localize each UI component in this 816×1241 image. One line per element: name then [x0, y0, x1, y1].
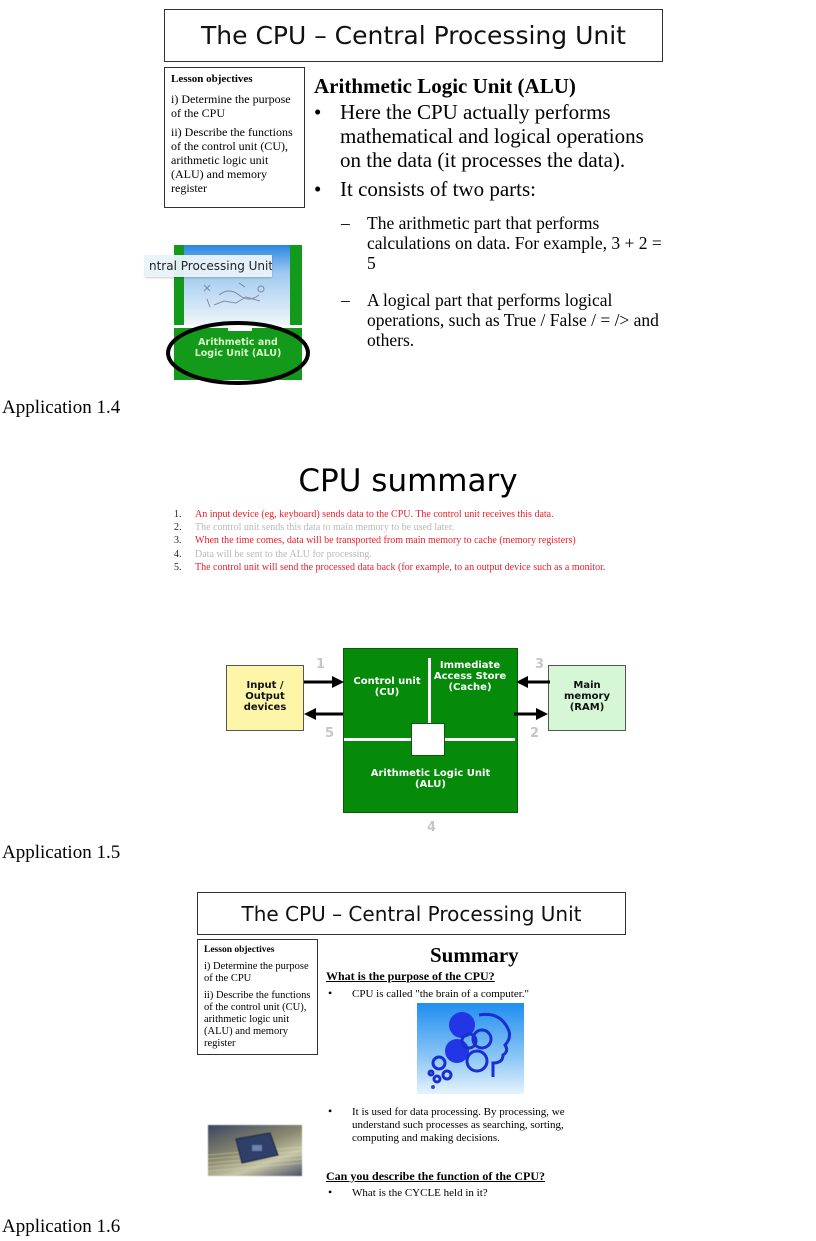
arrow-label-3: 3 [535, 657, 545, 672]
main-memory-box: Main memory (RAM) [548, 665, 626, 731]
bullet-icon: • [314, 177, 322, 201]
bullet-text: Here the CPU actually performs mathemati… [340, 100, 644, 172]
bullet-text: CPU is called "the brain of a computer." [352, 988, 529, 1000]
tooltip: ntral Processing Unit [145, 255, 272, 277]
sub-bullet-text: The arithmetic part that performs calcul… [367, 213, 662, 273]
arrow-label-5: 5 [325, 726, 335, 741]
summary-step: 1. An input device (eg, keyboard) sends d… [174, 508, 654, 521]
control-unit-label: Control unit (CU) [348, 676, 426, 698]
sub-bullet-item: – A logical part that performs logical o… [341, 290, 661, 352]
step-number: 5. [174, 561, 182, 573]
cache-label-line: Access Store [433, 671, 507, 682]
step-number: 2. [174, 522, 182, 534]
arrow-label-4: 4 [427, 820, 437, 835]
bullet-text: It is used for data processing. By proce… [352, 1106, 565, 1144]
step-number: 3. [174, 535, 182, 547]
objective-item: i) Determine the purpose of the CPU [171, 92, 291, 120]
caption-application-1-4: Application 1.4 [2, 397, 121, 418]
memory-label-line: Main [573, 680, 601, 691]
objective-item: ii) Describe the functions of the contro… [204, 990, 311, 1049]
cu-label-line: (CU) [374, 687, 400, 698]
memory-arrows [514, 676, 550, 720]
cpu-center-square [411, 723, 445, 756]
highlight-ellipse [166, 321, 310, 385]
bullet-icon: • [328, 986, 333, 1000]
bullet-text: It consists of two parts: [340, 177, 536, 201]
question-function: Can you describe the function of the CPU… [326, 1169, 545, 1183]
tooltip-text: ntral Processing Unit [149, 259, 272, 273]
arrow-5-icon [304, 708, 343, 720]
slide3-title: The CPU – Central Processing Unit [241, 901, 582, 926]
bullet-icon: • [328, 1104, 333, 1118]
slide3-objectives-box: Lesson objectives i) Determine the purpo… [197, 939, 318, 1055]
bullet-item: • It consists of two parts: [314, 177, 664, 203]
io-label-line: devices [243, 702, 287, 713]
bullet-item: • It is used for data processing. By pro… [328, 1104, 588, 1148]
cpu-summary-title: CPU summary [298, 463, 518, 499]
memory-label-line: (RAM) [569, 702, 605, 713]
bullet-item: • CPU is called "the brain of a computer… [328, 986, 628, 1002]
question-purpose: What is the purpose of the CPU? [326, 969, 495, 983]
step-number: 4. [174, 548, 182, 560]
step-text: When the time comes, data will be transp… [195, 535, 576, 547]
cache-label-line: Immediate [439, 660, 501, 671]
slide1-title: The CPU – Central Processing Unit [201, 21, 626, 50]
dash-icon: – [341, 213, 350, 233]
objective-item: i) Determine the purpose of the CPU [204, 961, 309, 984]
image-sketch [199, 275, 279, 315]
cpu-chip-image [207, 1125, 303, 1176]
memory-label-line: memory [564, 691, 610, 702]
alu-label-line: (ALU) [414, 779, 446, 790]
sub-bullet-text: A logical part that performs logical ope… [367, 290, 659, 350]
dash-icon: – [341, 290, 350, 310]
io-devices-box: Input / Output devices [226, 665, 304, 731]
io-label-line: Input / [246, 680, 284, 691]
slide1-title-box: The CPU – Central Processing Unit [164, 9, 663, 62]
slide3-title-box: The CPU – Central Processing Unit [197, 892, 626, 935]
arrow-label-1: 1 [316, 657, 326, 672]
image-notch [228, 323, 252, 331]
arrow-3-icon [516, 676, 550, 688]
alu-heading: Arithmetic Logic Unit (ALU) [314, 74, 576, 98]
brain-gears-image [417, 1003, 524, 1094]
summary-heading: Summary [430, 943, 519, 967]
summary-step: 2. The control unit sends this data to ma… [174, 521, 654, 534]
sub-bullet-item: – The arithmetic part that performs calc… [341, 213, 662, 275]
summary-step: 4. Data will be sent to the ALU for proce… [174, 548, 654, 561]
arrow-1-icon [304, 676, 344, 688]
alu-label-line: Arithmetic Logic Unit [370, 768, 491, 779]
bullet-item: • What is the CYCLE held in it? [328, 1185, 548, 1201]
step-text: Data will be sent to the ALU for process… [195, 548, 372, 560]
summary-step: 3. When the time comes, data will be tran… [174, 534, 654, 547]
bullet-item: • Here the CPU actually performs mathema… [314, 100, 664, 175]
objectives-heading: Lesson objectives [171, 73, 253, 85]
alu-image-label-line: Logic Unit (ALU) [194, 348, 282, 359]
alu-label: Arithmetic Logic Unit (ALU) [344, 768, 517, 790]
bullet-icon: • [314, 100, 322, 124]
caption-application-1-6: Application 1.6 [2, 1216, 121, 1237]
objectives-heading: Lesson objectives [204, 945, 275, 955]
step-text: The control unit sends this data to main… [195, 522, 455, 534]
step-text: The control unit will send the processed… [195, 561, 606, 573]
cache-label: Immediate Access Store (Cache) [432, 660, 508, 693]
caption-application-1-5: Application 1.5 [2, 842, 121, 863]
cache-label-line: (Cache) [448, 682, 492, 693]
cu-label-line: Control unit [353, 676, 421, 687]
io-label-line: Output [245, 691, 285, 702]
cpu-box: Control unit (CU) Immediate Access Store… [343, 648, 518, 813]
slide1-objectives-box: Lesson objectives i) Determine the purpo… [164, 67, 305, 208]
alu-image-label-line: Arithmetic and [198, 337, 278, 348]
cpu-vertical-divider [428, 658, 431, 734]
bullet-text: What is the CYCLE held in it? [352, 1187, 488, 1199]
arrow-2-icon [514, 708, 548, 720]
io-arrows [304, 676, 344, 720]
step-text: An input device (eg, keyboard) sends dat… [195, 509, 554, 520]
summary-step: 5. The control unit will send the process… [174, 561, 654, 574]
step-number: 1. [174, 509, 182, 520]
arrow-label-2: 2 [530, 726, 540, 741]
bullet-icon: • [328, 1185, 333, 1199]
objective-item: ii) Describe the functions of the contro… [171, 125, 293, 195]
alu-image-label: Arithmetic and Logic Unit (ALU) [174, 337, 302, 359]
